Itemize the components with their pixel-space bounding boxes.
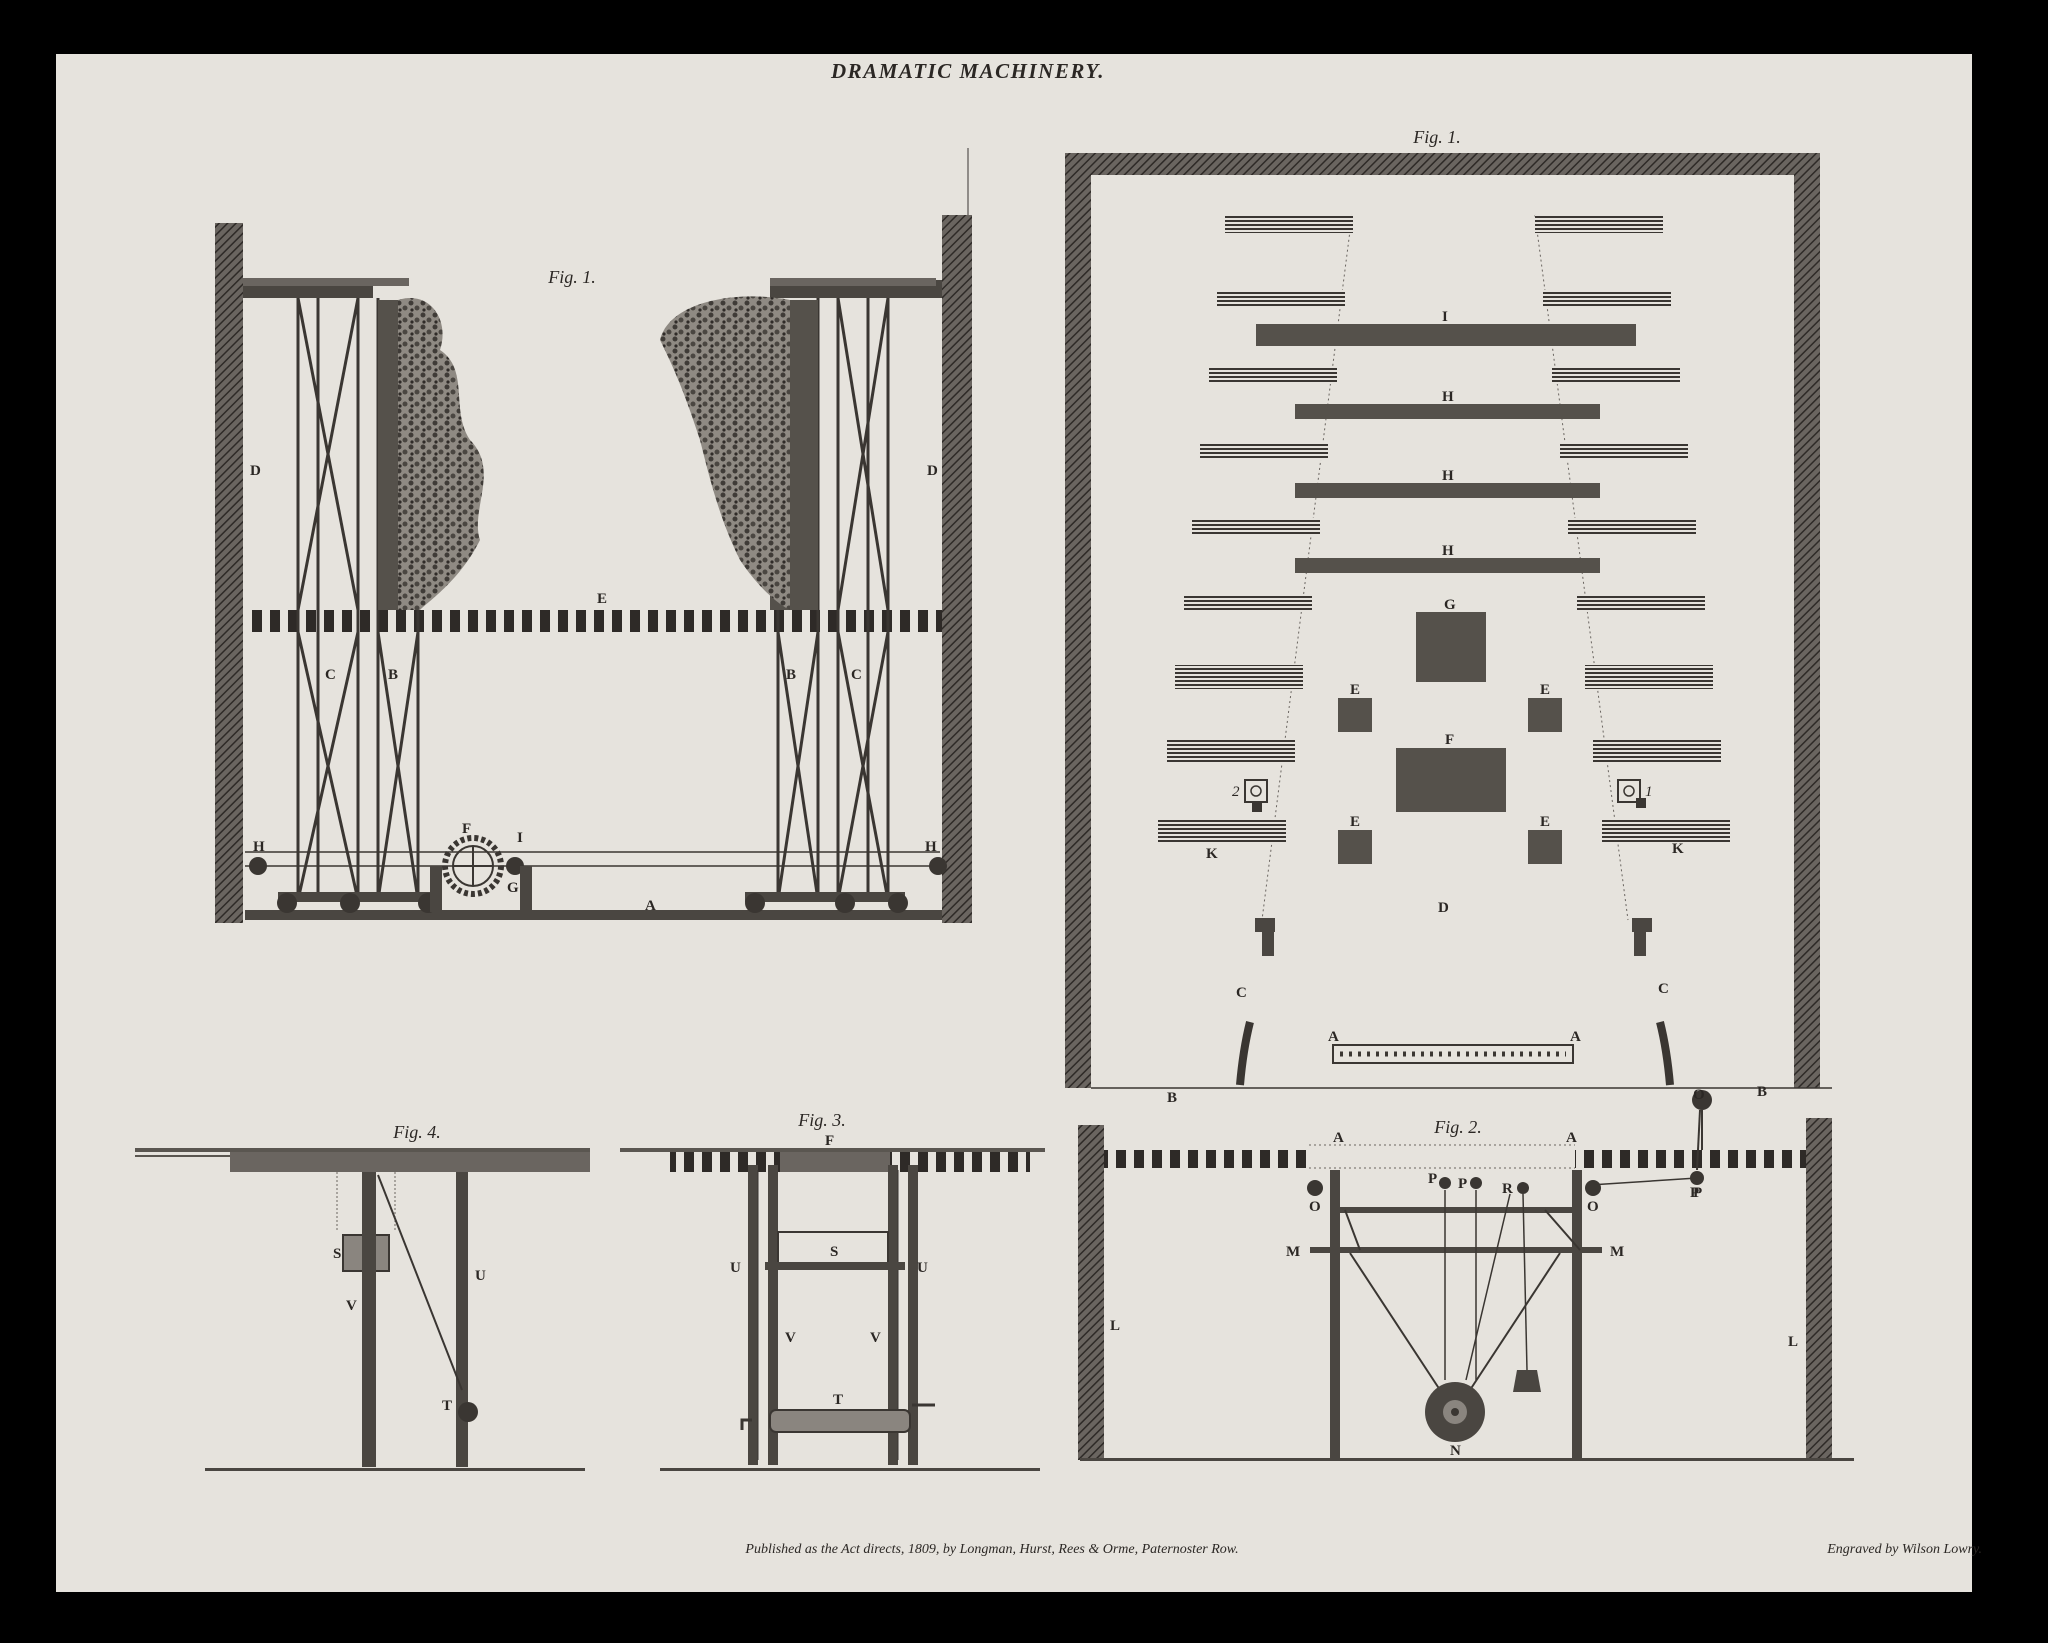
fig2-label-15: N	[1450, 1443, 1461, 1459]
left-fig1-label-7: C	[851, 667, 862, 683]
fig3-label-2: S	[830, 1244, 838, 1260]
right-fig1-label-4: H	[1442, 543, 1454, 559]
fig2-label-9: O	[1693, 1087, 1705, 1103]
right-fig1-label-14: K	[1672, 841, 1684, 857]
right-fig1-label-15: D	[1438, 900, 1449, 916]
fig3-label-7: T	[833, 1392, 843, 1408]
fig2-label-1: A	[1333, 1130, 1344, 1146]
left-fig1-label-6: B	[786, 667, 796, 683]
fig2-label-13: L	[1110, 1318, 1120, 1334]
publisher-line: Published as the Act directs, 1809, by L…	[744, 1542, 1238, 1557]
right-fig1-label-13: K	[1206, 846, 1218, 862]
left-fig1-label-13: A	[645, 898, 656, 914]
fig3-label-6: V	[870, 1330, 881, 1346]
fig4-label-2: U	[475, 1268, 486, 1284]
right-fig1-label-2: H	[1442, 389, 1454, 405]
fig2-label-5: P	[1428, 1171, 1437, 1187]
right-fig1-label-6: E	[1350, 682, 1360, 698]
right-fig1-label-18: A	[1328, 1029, 1339, 1045]
fig2-caption: Fig. 2.	[1433, 1117, 1482, 1137]
fig3-label-4: U	[917, 1260, 928, 1276]
left-fig1-label-11: H	[925, 839, 937, 855]
fig2-label-10: P	[1693, 1185, 1702, 1201]
left-fig1-label-12: G	[507, 880, 519, 896]
right-fig1-caption: Fig. 1.	[1412, 127, 1461, 147]
fig4-label-3: V	[346, 1298, 357, 1314]
left-fig1-label-9: I	[517, 830, 523, 846]
fig2-label-12: M	[1610, 1244, 1624, 1260]
right-fig1-label-7: E	[1540, 682, 1550, 698]
right-fig1-label-21: B	[1757, 1084, 1767, 1100]
right-fig1-label-17: C	[1658, 981, 1669, 997]
fig2-label-3: O	[1309, 1199, 1321, 1215]
fig2-label-2: A	[1566, 1130, 1577, 1146]
fig3-caption: Fig. 3.	[797, 1110, 846, 1130]
fig2-label-4: O	[1587, 1199, 1599, 1215]
engraver-line: Engraved by Wilson Lowry.	[1826, 1542, 1982, 1557]
right-fig1-label-10: 1	[1645, 784, 1653, 800]
fig3-label-5: V	[785, 1330, 796, 1346]
fig4-label-1: S	[333, 1246, 341, 1262]
right-fig1-label-11: E	[1350, 814, 1360, 830]
fig2-diagram: Fig. 2. A A O O	[1078, 1087, 1854, 1461]
left-fig1-elevation: Fig. 1.	[215, 148, 972, 923]
left-fig1-label-4: C	[325, 667, 336, 683]
fig3-diagram: Fig. 3. F S U U V V T	[620, 1110, 1045, 1471]
fig2-label-8: R	[1502, 1181, 1513, 1197]
right-fig1-label-8: F	[1445, 732, 1454, 748]
right-fig1-plan: Fig. 1.	[1065, 127, 1832, 1106]
left-fig1-label-2: D	[927, 463, 938, 479]
right-fig1-label-19: A	[1570, 1029, 1581, 1045]
fig3-label-1: F	[825, 1133, 834, 1149]
right-fig1-label-12: E	[1540, 814, 1550, 830]
left-fig1-label-5: B	[388, 667, 398, 683]
left-fig1-caption: Fig. 1.	[547, 267, 596, 287]
right-fig1-label-16: C	[1236, 985, 1247, 1001]
right-fig1-label-9: 2	[1232, 784, 1240, 800]
plate-title: DRAMATIC MACHINERY.	[830, 59, 1105, 83]
left-fig1-label-1: D	[250, 463, 261, 479]
fig2-label-14: L	[1788, 1334, 1798, 1350]
right-fig1-label-5: G	[1444, 597, 1456, 613]
fig2-label-11: M	[1286, 1244, 1300, 1260]
fig2-label-7: P	[1690, 1185, 1699, 1201]
fig4-diagram: Fig. 4. S U V T	[135, 1122, 590, 1471]
fig4-label-4: T	[442, 1398, 452, 1414]
left-fig1-label-3: E	[597, 591, 607, 607]
fig4-caption: Fig. 4.	[392, 1122, 441, 1142]
left-fig1-label-8: F	[462, 821, 471, 837]
left-fig1-label-10: H	[253, 839, 265, 855]
right-fig1-label-3: H	[1442, 468, 1454, 484]
right-fig1-label-1: I	[1442, 309, 1448, 325]
fig3-label-3: U	[730, 1260, 741, 1276]
right-fig1-label-20: B	[1167, 1090, 1177, 1106]
fig2-label-6: P	[1458, 1176, 1467, 1192]
